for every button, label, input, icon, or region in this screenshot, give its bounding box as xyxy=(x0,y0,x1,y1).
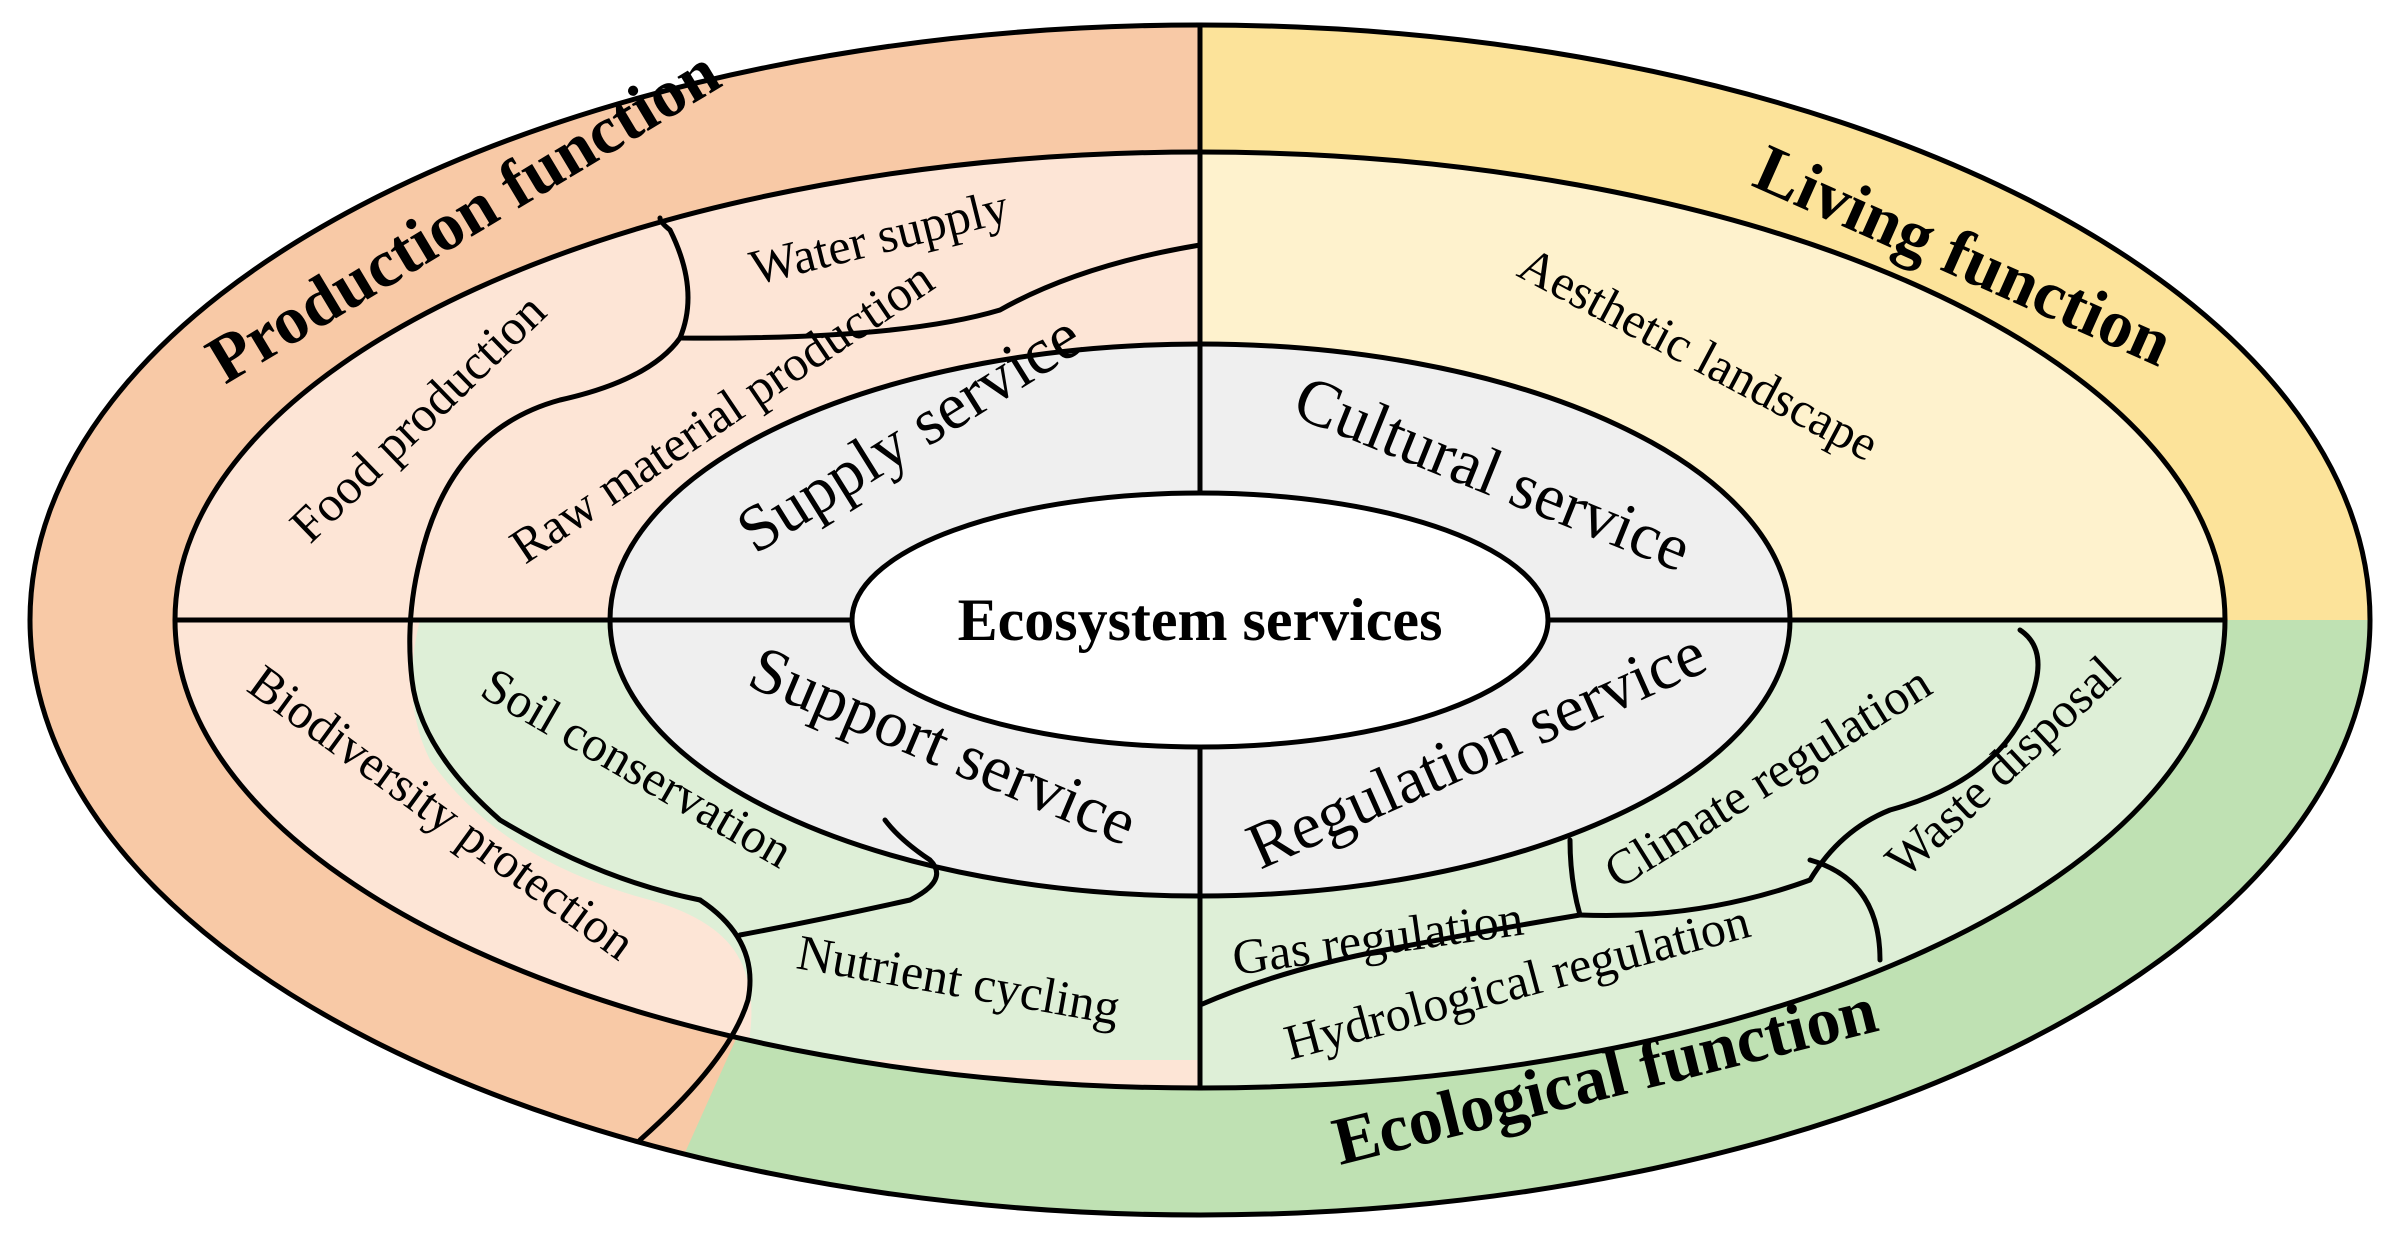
outlines xyxy=(27,22,2373,1218)
ecosystem-services-label: Ecosystem services xyxy=(958,587,1443,653)
